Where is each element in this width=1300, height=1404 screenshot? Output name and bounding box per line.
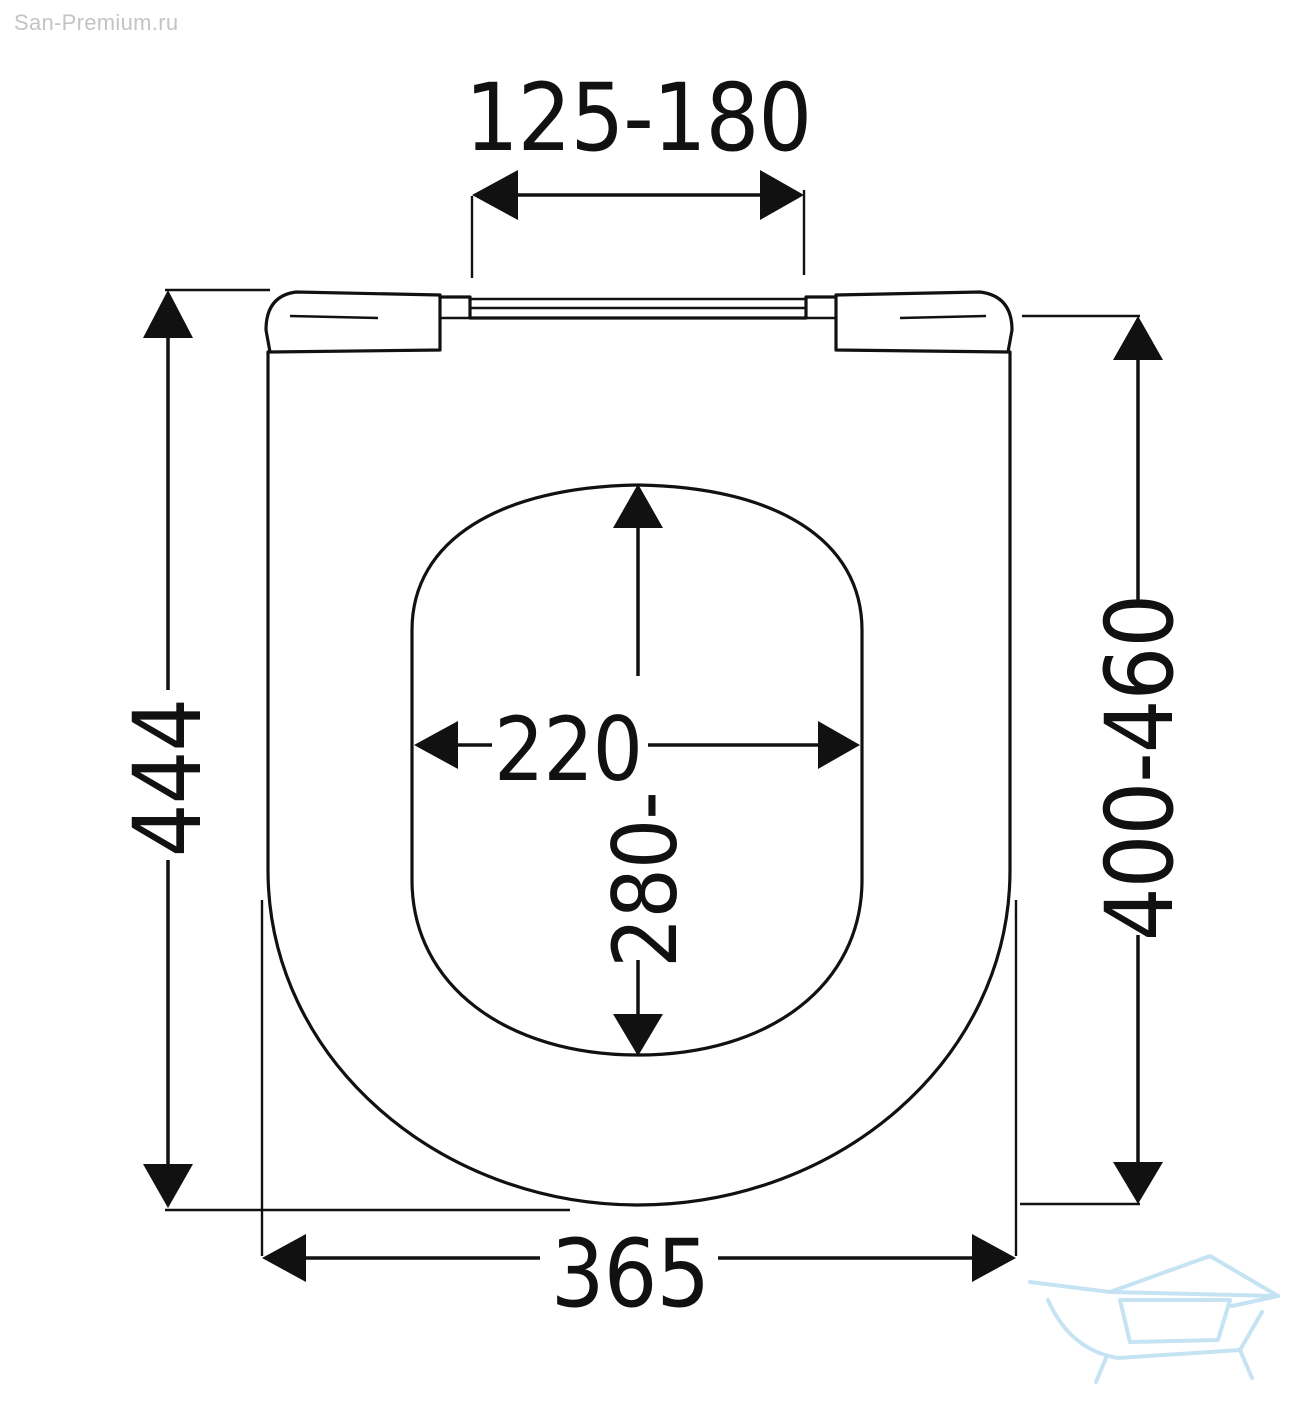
total-length-label: 444	[114, 699, 223, 857]
seat-outer-contour	[266, 350, 1012, 1207]
inner-length-label: 280-	[594, 792, 697, 968]
hinge-arrow-right	[760, 170, 804, 220]
logo-tub-leg-left	[1094, 1356, 1108, 1384]
inner-length-arrow-bottom	[613, 1014, 663, 1056]
logo-tub-top	[1028, 1280, 1280, 1298]
seat-inner-opening	[410, 483, 864, 1057]
logo-tub-leg-right	[1238, 1348, 1254, 1380]
inner-width-arrow-right	[818, 721, 860, 769]
width-arrow-right	[972, 1234, 1016, 1282]
dim-total-length: 444	[114, 288, 570, 1212]
dim-inner-width: 220	[414, 698, 860, 801]
logo-tub-inner	[1118, 1298, 1232, 1344]
length-arrow-bottom	[143, 1164, 193, 1208]
hinge-left-block	[438, 297, 470, 320]
dim-bowl-length: 400-460	[1020, 314, 1195, 1206]
bowl-arrow-top	[1113, 316, 1163, 360]
width-arrow-left	[262, 1234, 306, 1282]
hinge-arrow-left	[472, 170, 518, 220]
inner-width-label: 220	[494, 698, 642, 801]
watermark-text: San-Premium.ru	[14, 10, 179, 35]
inner-width-arrow-left	[414, 721, 458, 769]
left-cover-slot	[289, 314, 379, 320]
dim-total-width: 365	[262, 1220, 1016, 1329]
logo-tub-body	[1046, 1298, 1264, 1360]
seat-outline	[260, 290, 1018, 1256]
logo-tub-rim	[1108, 1254, 1280, 1308]
dim-hinge-spacing: 125-180	[465, 64, 812, 278]
seat-body	[264, 290, 442, 354]
bathtub-logo-icon	[1028, 1254, 1280, 1384]
hinge-right-block	[806, 297, 838, 320]
hinge-bar	[438, 295, 838, 320]
total-width-label: 365	[551, 1220, 709, 1329]
seat-hinge-cover-right	[834, 290, 1014, 354]
right-cover-slot	[899, 314, 987, 320]
dim-inner-length: 280-	[594, 484, 697, 1056]
hinge-spacing-label: 125-180	[465, 64, 811, 173]
inner-length-arrow-top	[613, 484, 663, 528]
length-arrow-top	[143, 290, 193, 338]
bowl-length-label: 400-460	[1086, 595, 1195, 941]
bowl-arrow-bottom	[1113, 1162, 1163, 1204]
